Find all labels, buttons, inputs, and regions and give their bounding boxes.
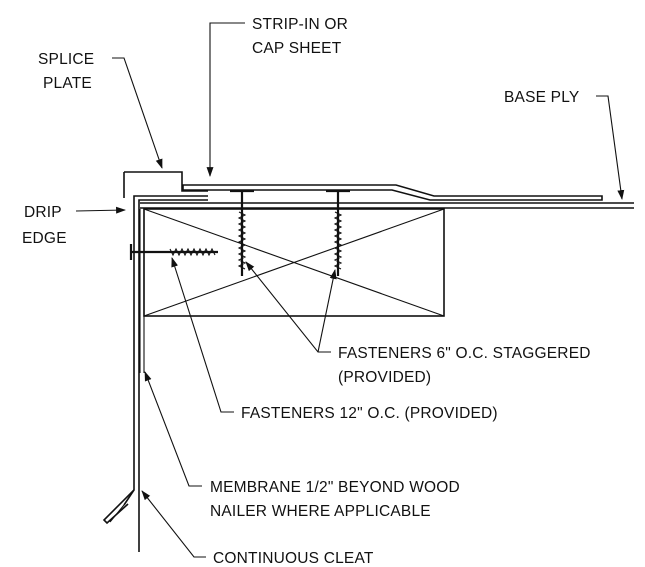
wood-nailer bbox=[143, 208, 445, 317]
label-drip-1: DRIP bbox=[24, 204, 62, 221]
label-cleat: CONTINUOUS CLEAT bbox=[213, 550, 374, 567]
fastener-thread-2 bbox=[333, 211, 343, 270]
label-splice-2: PLATE bbox=[43, 75, 92, 92]
label-fasteners6-1: FASTENERS 6" O.C. STAGGERED bbox=[338, 345, 591, 362]
fastener-thread-h bbox=[169, 247, 216, 257]
leader-base-ply bbox=[596, 95, 625, 200]
fastener-thread-1 bbox=[237, 211, 247, 270]
strip-in-cap-sheet bbox=[182, 184, 603, 201]
cap-sheet-outline bbox=[182, 184, 603, 201]
splice-plate-top bbox=[124, 171, 208, 192]
fasteners-6-oc bbox=[230, 189, 350, 276]
base-ply bbox=[140, 202, 634, 209]
label-fasteners12: FASTENERS 12" O.C. (PROVIDED) bbox=[241, 405, 498, 422]
leader-drip bbox=[75, 206, 126, 214]
label-splice-1: SPLICE bbox=[38, 51, 94, 68]
cleat-lip bbox=[109, 504, 125, 523]
label-base-ply: BASE PLY bbox=[504, 89, 579, 106]
nailer-cross-b bbox=[143, 208, 445, 317]
drip-edge-outer bbox=[123, 195, 208, 506]
leader-fasteners12 bbox=[171, 257, 234, 413]
continuous-cleat bbox=[102, 489, 140, 552]
leader-strip-in bbox=[206, 22, 245, 177]
label-membrane-1: MEMBRANE 1/2" BEYOND WOOD bbox=[210, 479, 460, 496]
label-fasteners6-2: (PROVIDED) bbox=[338, 369, 431, 386]
leaders bbox=[75, 22, 625, 558]
label-drip-2: EDGE bbox=[22, 230, 67, 247]
leader-membrane bbox=[144, 371, 202, 487]
leader-cleat bbox=[141, 490, 206, 558]
leader-splice bbox=[112, 57, 163, 169]
leader-fasteners6-b bbox=[317, 269, 337, 353]
splice-plate bbox=[123, 171, 208, 198]
label-membrane-2: NAILER WHERE APPLICABLE bbox=[210, 503, 431, 520]
drip-edge-inner bbox=[138, 199, 208, 490]
cleat-hook bbox=[102, 489, 135, 525]
drip-edge bbox=[123, 195, 208, 506]
label-strip-in-1: STRIP-IN OR bbox=[252, 16, 348, 33]
label-strip-in-2: CAP SHEET bbox=[252, 40, 342, 57]
labels: STRIP-IN OR CAP SHEET SPLICE PLATE BASE … bbox=[22, 16, 591, 567]
fastener-12-oc bbox=[129, 244, 218, 260]
